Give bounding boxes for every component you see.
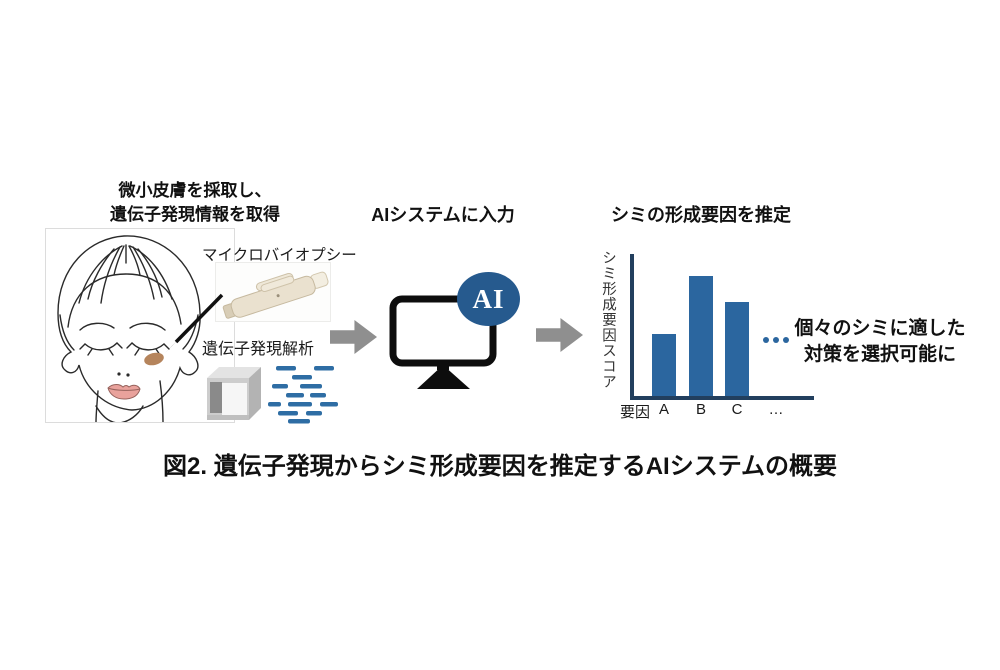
x-tick-A: A (658, 401, 670, 418)
step1-title: 微小皮膚を採取し、 遺伝子発現情報を取得 (40, 179, 350, 227)
flow-arrow-right-icon (330, 320, 377, 354)
face-illustration (57, 235, 201, 422)
microbiopsy-device-icon (222, 271, 329, 319)
y-axis-line (630, 254, 634, 400)
step1-title-line1: 微小皮膚を採取し、 (118, 181, 272, 200)
flow-arrow-right-icon (536, 318, 583, 352)
right-eye-closed (131, 342, 165, 351)
x-axis-line (630, 396, 814, 400)
left-eye-closed (84, 342, 118, 351)
bar-B (689, 276, 713, 396)
dot-icon (763, 337, 769, 343)
x-axis-labels: 要因 A B C … (620, 401, 830, 423)
dot-icon (783, 337, 789, 343)
step3-title: シミの形成要因を推定 (611, 205, 791, 225)
lips (107, 384, 141, 400)
result-note: 個々のシミに適した 対策を選択可能に (790, 316, 970, 368)
ai-badge: AI (457, 272, 520, 326)
neck-right (159, 380, 164, 422)
nostril-dot (117, 372, 121, 376)
microbiopsy-photo (215, 262, 331, 322)
biopsy-pointer-arrow-icon (165, 293, 224, 353)
x-tick-C: C (731, 401, 743, 418)
bar-C (725, 302, 749, 396)
pigment-spot (144, 352, 164, 366)
y-axis-label: シミ形成要因スコア (600, 250, 616, 390)
bar-plot (630, 254, 814, 396)
sequencer-icon (207, 367, 261, 420)
face-box (45, 228, 235, 423)
result-note-line1: 個々のシミに適した (794, 318, 966, 339)
step2-title: AIシステムに入力 (371, 205, 515, 225)
x-tick-B: B (695, 401, 707, 418)
right-eyebrow (129, 322, 166, 331)
gene-analysis-label: 遺伝子発現解析 (202, 341, 315, 358)
collar (95, 405, 144, 422)
step1-title-line2: 遺伝子発現情報を取得 (110, 205, 280, 224)
nostril-dot (126, 373, 130, 377)
left-eyebrow (79, 322, 115, 331)
dot-icon (773, 337, 779, 343)
result-note-line2: 対策を選択可能に (803, 344, 956, 365)
more-factors-dots (763, 337, 789, 343)
sequence-reads-icon (268, 366, 338, 424)
x-tick-more: … (768, 401, 784, 418)
microbiopsy-label: マイクロバイオプシー (202, 247, 357, 264)
x-axis-prefix-label: 要因 (620, 404, 651, 421)
bar-A (652, 334, 676, 396)
figure-caption: 図2. 遺伝子発現からシミ形成要因を推定するAIシステムの概要 (163, 453, 837, 480)
